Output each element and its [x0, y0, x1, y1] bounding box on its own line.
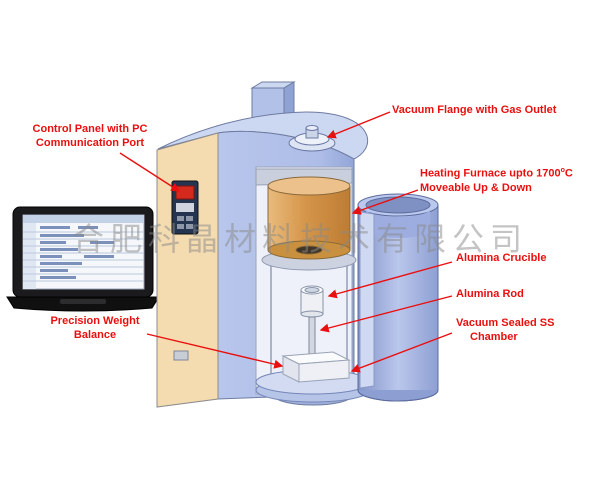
arrow-alumina-rod — [319, 295, 453, 333]
label-line: Moveable Up & Down — [420, 181, 532, 194]
laptop — [6, 206, 160, 312]
control-panel — [171, 180, 199, 235]
label-control-panel: Control Panel with PC Communication Port — [22, 122, 158, 151]
arrow-heating-furnace — [351, 189, 419, 215]
label-precision-balance: Precision Weight Balance — [42, 314, 148, 343]
label-vacuum-chamber: Vacuum Sealed SS Chamber — [456, 316, 586, 345]
alumina-crucible — [300, 285, 324, 318]
label-line: Communication Port — [35, 137, 145, 150]
arrow-vacuum-flange — [326, 111, 391, 139]
weight-balance — [281, 351, 351, 383]
label-alumina-crucible: Alumina Crucible — [456, 252, 547, 264]
label-heating-furnace: Heating Furnace upto 1700oC Moveable Up … — [420, 166, 598, 195]
rotary-disc — [255, 369, 371, 406]
ss-chamber — [357, 193, 439, 402]
arrow-vacuum-chamber — [350, 332, 453, 373]
label-vacuum-flange: Vacuum Flange with Gas Outlet — [392, 104, 557, 116]
label-line: Balance — [73, 329, 117, 342]
arrow-precision-balance — [146, 333, 284, 369]
left-panel — [156, 132, 219, 408]
label-line: Vacuum Sealed SS — [456, 317, 555, 329]
heating-furnace — [261, 176, 357, 271]
label-line: Heating Furnace upto 1700oC — [420, 167, 573, 180]
label-line: Chamber — [470, 331, 518, 344]
label-line: Control Panel with PC — [32, 123, 148, 135]
vacuum-flange — [288, 125, 336, 152]
label-alumina-rod: Alumina Rod — [456, 288, 524, 300]
annotation-lines — [119, 111, 453, 373]
pc-port — [173, 350, 189, 361]
watermark: 合肥科晶材料技术有限公司 — [72, 220, 528, 258]
arrow-alumina-crucible — [327, 261, 453, 299]
arrow-control-panel — [119, 152, 181, 192]
control-display — [175, 185, 195, 200]
label-line: Precision Weight — [50, 315, 140, 327]
